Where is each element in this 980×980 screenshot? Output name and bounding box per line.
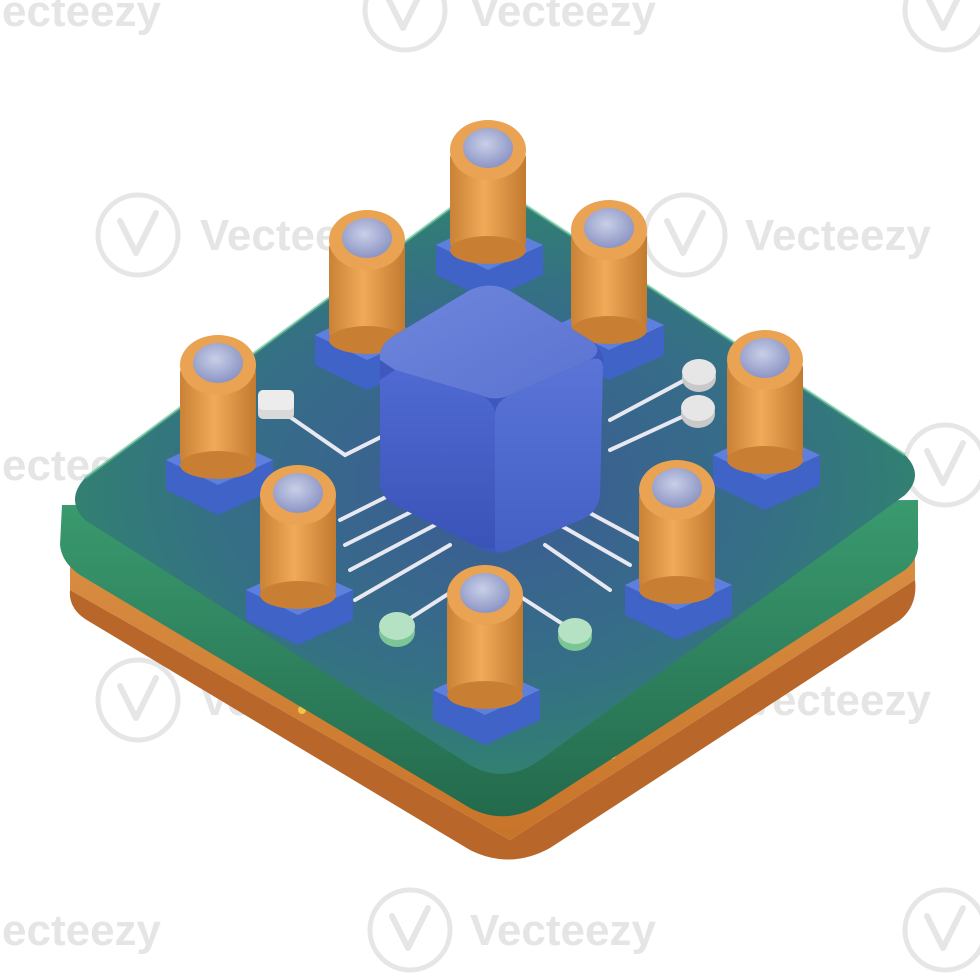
capacitor — [625, 460, 732, 640]
watermark-text: ecteezy — [2, 906, 162, 955]
watermark-text: ecteezy — [2, 0, 162, 36]
central-chip — [379, 285, 604, 553]
capacitor — [713, 330, 820, 510]
watermark-text: Vecteezy — [470, 0, 656, 36]
solder-pads — [258, 359, 716, 651]
pad-gray — [682, 359, 716, 392]
pad-green — [379, 612, 415, 647]
capacitor — [436, 120, 543, 300]
capacitor — [166, 335, 273, 515]
pad-gray — [258, 390, 294, 419]
capacitor — [246, 465, 353, 645]
watermark-text: Vecteezy — [745, 211, 931, 260]
watermark-text: Vecteezy — [470, 906, 656, 955]
capacitor — [433, 565, 540, 745]
pad-gray — [681, 395, 715, 428]
pad-green — [558, 618, 592, 651]
